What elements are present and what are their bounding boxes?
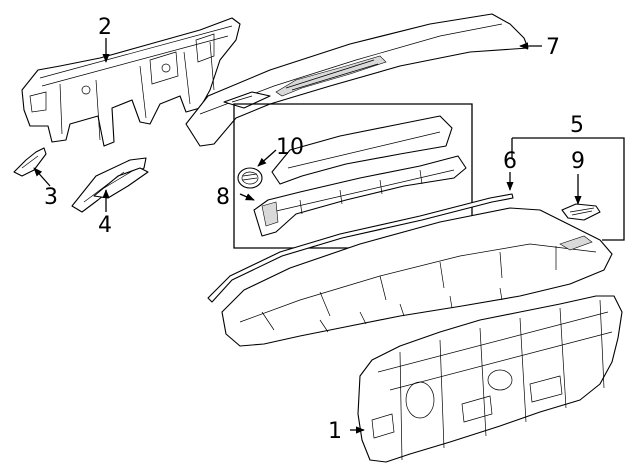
callout-4: 4: [98, 213, 112, 238]
callout-8: 8: [216, 185, 230, 210]
small-bracket-part: [13, 147, 47, 177]
upper-instrument-panel-part: [185, 13, 529, 147]
round-vent-part: [237, 167, 263, 189]
speaker-grille-part: [561, 203, 601, 221]
trim-panel-part: [253, 115, 467, 237]
callout-5: 5: [570, 113, 584, 138]
callout-1: 1: [328, 419, 342, 444]
callout-3: 3: [44, 185, 58, 210]
callout-2: 2: [98, 15, 112, 40]
leader-lines: [33, 38, 625, 434]
callout-7: 7: [546, 35, 560, 60]
callout-labels: 2 7 5 10 6 9 8 3 4 1: [44, 15, 585, 444]
instrument-panel-shell-part: [221, 207, 613, 347]
seal-strip-part: [207, 193, 514, 303]
support-bracket-part: [71, 157, 149, 213]
sub-assembly-box: [233, 103, 473, 249]
cross-car-beam-part: [21, 17, 241, 147]
lower-structure-part: [357, 295, 623, 463]
callout-10: 10: [276, 135, 304, 160]
callout-6: 6: [503, 149, 517, 174]
callout-9: 9: [571, 149, 585, 174]
